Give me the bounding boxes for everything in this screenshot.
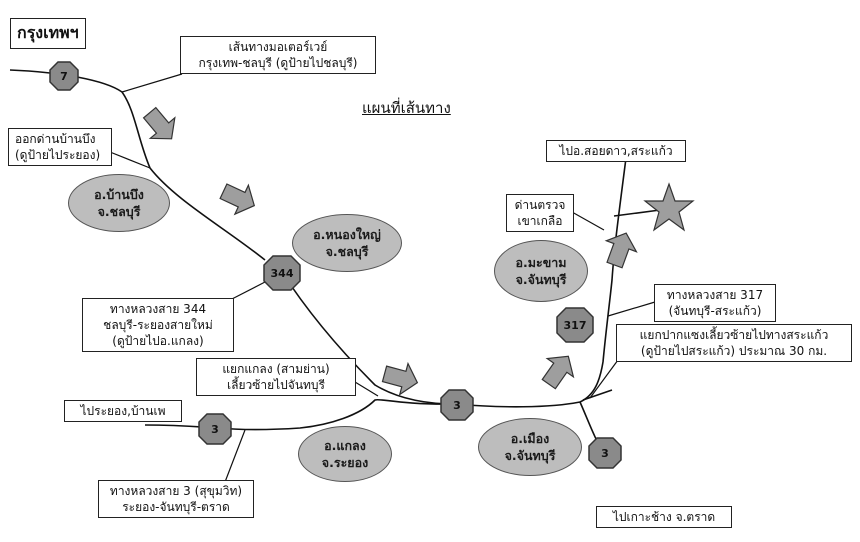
arrow-icon	[381, 361, 419, 396]
leader-344	[229, 281, 266, 301]
star-icon	[643, 182, 695, 232]
label-checkpoint-line-1: ด่านตรวจ	[514, 198, 566, 212]
label-samyan: แยกแกลง (สามย่าน) เลี้ยวซ้ายไปจันทบุรี	[196, 358, 356, 396]
label-hwy317: ทางหลวงสาย 317 (จันทบุรี-สระแก้ว)	[654, 284, 776, 322]
label-motorway-line-1: เส้นทางมอเตอร์เวย์	[228, 40, 328, 54]
leader-hwy3	[224, 429, 246, 483]
route-marker-344	[263, 255, 301, 291]
district-banbueng-name: อ.บ้านบึง	[94, 187, 144, 202]
label-checkpoint: ด่านตรวจ เขาเกลือ	[506, 194, 574, 232]
label-hwy344: ทางหลวงสาย 344 ชลบุรี-ระยองสายใหม่ (ดูป้…	[82, 298, 234, 352]
map-title: แผนที่เส้นทาง	[362, 99, 451, 117]
label-hwy317-line-1: ทางหลวงสาย 317	[666, 288, 764, 302]
label-motorway-line-2: กรุงเทพ-ชลบุรี (ดูป้ายไปชลบุรี)	[198, 56, 358, 70]
label-hwy344-line-2: ชลบุรี-ระยองสายใหม่	[103, 318, 213, 332]
direction-arrows	[142, 106, 638, 396]
district-mueang-province: จ.จันทบุรี	[504, 448, 556, 463]
label-checkpoint-line-2: เขาเกลือ	[517, 214, 563, 228]
label-hwy317-line-2: (จันทบุรี-สระแก้ว)	[668, 304, 762, 318]
leader-317	[607, 301, 656, 317]
road-hwy3-east	[454, 361, 604, 408]
district-mueang: อ.เมือง จ.จันทบุรี	[478, 418, 582, 476]
route-markers	[49, 61, 622, 469]
district-nongyai-name: อ.หนองใหญ่	[313, 227, 381, 242]
district-nongyai: อ.หนองใหญ่ จ.ชลบุรี	[292, 214, 402, 272]
label-hwy344-line-1: ทางหลวงสาย 344	[109, 302, 207, 316]
district-klaeng: อ.แกลง จ.ระยอง	[298, 426, 392, 482]
label-to-soidao-line-1: ไปอ.สอยดาว,สระแก้ว	[559, 144, 673, 158]
label-to-rayong: ไประยอง,บ้านเพ	[64, 400, 182, 422]
route-marker-3-mid-number: 3	[453, 399, 461, 412]
label-samyan-line-1: แยกแกลง (สามย่าน)	[222, 362, 330, 376]
route-marker-3-south-number: 3	[601, 447, 609, 460]
label-to-rayong-line-1: ไประยอง,บ้านเพ	[80, 404, 166, 418]
label-hwy3-line-1: ทางหลวงสาย 3 (สุขุมวิท)	[109, 484, 243, 498]
label-to-kochang: ไปเกาะช้าง จ.ตราด	[596, 506, 732, 528]
label-motorway: เส้นทางมอเตอร์เวย์ กรุงเทพ-ชลบุรี (ดูป้า…	[180, 36, 376, 74]
district-klaeng-name: อ.แกลง	[324, 438, 366, 453]
road-hwy317	[602, 157, 627, 363]
route-marker-7	[49, 61, 79, 91]
leader-banbueng	[109, 151, 151, 169]
district-banbueng-province: จ.ชลบุรี	[97, 204, 141, 219]
label-to-soidao: ไปอ.สอยดาว,สระแก้ว	[546, 140, 686, 162]
route-marker-317-number: 317	[564, 319, 587, 332]
district-makham-name: อ.มะขาม	[515, 255, 567, 270]
label-junction-line-2: (ดูป้ายไปสระแก้ว) ประมาณ 30 กม.	[640, 344, 828, 358]
road-motorway	[9, 69, 266, 261]
label-exit-banbueng: ออกด่านบ้านบึง (ดูป้ายไประยอง)	[8, 128, 112, 166]
route-marker-3-south	[588, 437, 622, 469]
route-marker-3-mid	[440, 389, 474, 421]
label-junction: แยกปากแซงเลี้ยวซ้ายไปทางสระแก้ว (ดูป้ายไ…	[616, 324, 852, 362]
arrow-icon	[604, 232, 638, 269]
arrow-icon	[541, 355, 575, 390]
label-junction-line-1: แยกปากแซงเลี้ยวซ้ายไปทางสระแก้ว	[639, 328, 829, 342]
road-hwy344	[281, 271, 456, 405]
arrow-icon	[142, 106, 176, 140]
district-klaeng-province: จ.ระยอง	[321, 455, 369, 470]
route-marker-344-number: 344	[271, 267, 294, 280]
district-makham-province: จ.จันทบุรี	[515, 272, 567, 287]
leader-samyan	[354, 381, 379, 397]
arrow-icon	[219, 183, 256, 216]
label-hwy3: ทางหลวงสาย 3 (สุขุมวิท) ระยอง-จันทบุรี-ต…	[98, 480, 254, 518]
route-marker-3-west-number: 3	[211, 423, 219, 436]
label-hwy344-line-3: (ดูป้ายไปอ.แกลง)	[112, 334, 204, 348]
district-mueang-name: อ.เมือง	[510, 431, 550, 446]
route-marker-317	[556, 307, 594, 343]
callout-leaders	[109, 73, 656, 483]
road-hwy3-west	[144, 398, 456, 431]
label-samyan-line-2: เลี้ยวซ้ายไปจันทบุรี	[227, 378, 325, 392]
road-checkpoint-branch	[613, 209, 661, 217]
district-nongyai-province: จ.ชลบุรี	[325, 244, 369, 259]
district-banbueng: อ.บ้านบึง จ.ชลบุรี	[68, 174, 170, 232]
leader-motorway	[121, 73, 183, 93]
district-makham: อ.มะขาม จ.จันทบุรี	[494, 240, 588, 302]
route-marker-3-west	[198, 413, 232, 445]
route-marker-7-number: 7	[60, 70, 68, 83]
label-to-kochang-line-1: ไปเกาะช้าง จ.ตราด	[612, 510, 716, 524]
leader-checkpoint	[571, 211, 605, 231]
route-marker-numbers: 7 344 3 3 317 3	[60, 70, 609, 460]
label-exit-banbueng-line-1: ออกด่านบ้านบึง	[15, 132, 96, 146]
road-junction-tick	[582, 389, 613, 401]
label-hwy3-line-2: ระยอง-จันทบุรี-ตราด	[122, 500, 230, 514]
road-network	[9, 69, 661, 456]
city-title: กรุงเทพฯ	[10, 18, 86, 49]
label-exit-banbueng-line-2: (ดูป้ายไประยอง)	[15, 148, 101, 162]
leader-junction	[589, 359, 619, 399]
